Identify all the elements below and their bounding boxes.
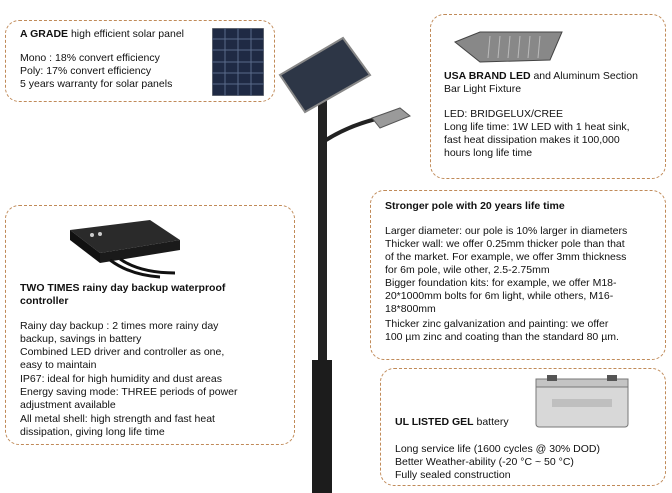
controller-line-8: All metal shell: high strength and fast …	[20, 413, 215, 425]
pole-line-7: 18*800mm	[385, 303, 436, 315]
pole-base	[312, 360, 332, 493]
solar-panel-line-3: 5 years warranty for solar panels	[20, 78, 173, 90]
pole-callout	[370, 190, 666, 360]
led-line-1: LED: BRIDGELUX/CREE	[444, 108, 564, 120]
pole-line-4: for 6m pole, wile other, 2.5-2.75mm	[385, 264, 550, 276]
pole-shaft	[318, 85, 327, 493]
pole-line-2: Thicker wall: we offer 0.25mm thicker po…	[385, 238, 625, 250]
controller-title-line2: controller	[20, 295, 69, 307]
pole-line-3: of the market. For example, we offer 3mm…	[385, 251, 627, 263]
pole-solar-panel	[278, 36, 372, 114]
led-line-2: Long life time: 1W LED with 1 heat sink,	[444, 121, 630, 133]
pole-line-8: Thicker zinc galvanization and painting:…	[385, 318, 609, 330]
solar-panel-title-bold: A GRADE	[20, 28, 69, 40]
controller-image	[70, 220, 180, 279]
led-title-bold: USA BRAND LED	[444, 70, 531, 82]
controller-line-1: Rainy day backup : 2 times more rainy da…	[20, 320, 219, 332]
controller-line-4: easy to maintain	[20, 359, 97, 371]
battery-title-rest: battery	[473, 416, 509, 428]
led-title: USA BRAND LED and Aluminum Section	[444, 70, 638, 83]
led-line-3: fast heat dissipation makes it 100,000	[444, 134, 620, 146]
led-title-line2: Bar Light Fixture	[444, 83, 522, 95]
controller-line-3: Combined LED driver and controller as on…	[20, 346, 225, 358]
led-title-rest: and Aluminum Section	[530, 70, 638, 82]
battery-image	[535, 375, 629, 428]
pole-title: Stronger pole with 20 years life time	[385, 200, 565, 212]
controller-title-line1: TWO TIMES rainy day backup waterproof	[20, 282, 226, 294]
battery-title-bold: UL LISTED GEL	[395, 416, 474, 428]
controller-line-9: dissipation, giving long life time	[20, 426, 165, 438]
led-line-4: hours long life time	[444, 147, 533, 159]
pole-arm	[324, 116, 381, 142]
solar-panel-line-2: Poly: 17% convert efficiency	[20, 65, 152, 77]
battery-title: UL LISTED GEL battery	[395, 416, 509, 429]
pole-line-6: 20*1000mm bolts for 6m light, while othe…	[385, 290, 614, 302]
pole-line-1: Larger diameter: our pole is 10% larger …	[385, 225, 628, 237]
led-fixture-image	[454, 31, 563, 63]
pole-line-5: Bigger foundation kits: for example, we …	[385, 277, 617, 289]
pole-led-lamp	[371, 107, 411, 129]
solar-panel-title: A GRADE high efficient solar panel	[20, 28, 184, 41]
battery-line-3: Fully sealed construction	[395, 469, 511, 481]
controller-line-2: backup, savings in battery	[20, 333, 142, 345]
controller-line-5: IP67: ideal for high humidity and dust a…	[20, 373, 222, 385]
controller-line-6: Energy saving mode: THREE periods of pow…	[20, 386, 238, 398]
battery-line-2: Better Weather-ability (-20 °C ~ 50 °C)	[395, 456, 574, 468]
battery-line-1: Long service life (1600 cycles @ 30% DOD…	[395, 443, 600, 455]
solar-panel-title-rest: high efficient solar panel	[68, 28, 184, 40]
pole-line-9: 100 µm zinc and coating than the standar…	[385, 331, 619, 343]
solar-panel-image	[212, 28, 264, 96]
controller-line-7: adjustment available	[20, 399, 116, 411]
solar-panel-line-1: Mono : 18% convert efficiency	[20, 52, 160, 64]
